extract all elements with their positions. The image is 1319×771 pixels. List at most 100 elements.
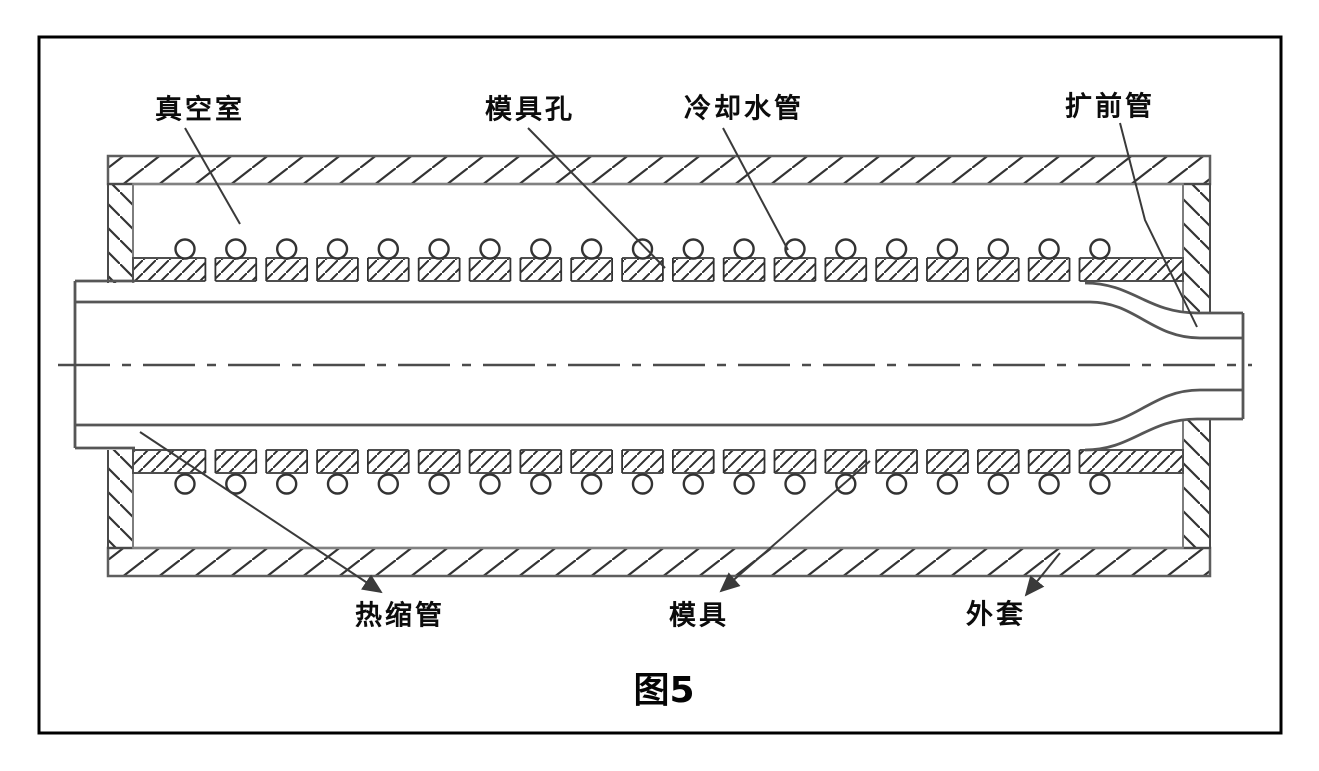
die-hole (815, 449, 826, 474)
die-hole (612, 449, 623, 474)
cooling-pipe (428, 473, 450, 495)
die-hole (662, 257, 673, 282)
die-hole (764, 449, 775, 474)
cooling-pipe (885, 473, 908, 495)
label-die-hole: 模具孔 (485, 95, 575, 126)
leader-pre-expansion-tube (1119, 122, 1198, 328)
cooling-pipe (580, 238, 603, 260)
tube-inner-bottom-line (75, 388, 1243, 427)
die-holes-top (204, 257, 1081, 282)
cooling-pipe (428, 238, 450, 260)
outer-sleeve-top-wall (106, 154, 1212, 186)
die-hole (1018, 449, 1029, 474)
cooling-pipe (682, 473, 704, 495)
leader-heat-shrink-tube (139, 431, 383, 594)
cooling-pipe (784, 473, 806, 495)
die-hole (1069, 449, 1080, 474)
leader-vacuum-chamber (184, 127, 241, 225)
cooling-pipe (276, 238, 298, 260)
die-hole (256, 449, 267, 474)
leader-outer-sleeve (1024, 552, 1061, 597)
die-hole (510, 449, 521, 474)
die-hole (459, 449, 470, 474)
cooling-pipe (784, 238, 806, 260)
cooling-pipe (377, 238, 399, 260)
die-hole (866, 449, 877, 474)
cooling-pipe (225, 473, 247, 495)
label-vacuum-chamber: 真空室 (155, 94, 245, 126)
die-hole (1018, 257, 1029, 282)
cooling-pipe (733, 473, 755, 495)
die-bottom-band (132, 449, 1184, 474)
die-hole (967, 257, 978, 282)
die-hole (459, 257, 470, 282)
cooling-pipes-top (174, 238, 1111, 260)
cooling-pipe (733, 238, 755, 260)
cooling-pipe (530, 238, 552, 260)
cooling-pipe (682, 238, 704, 260)
die-hole (662, 449, 673, 474)
cooling-pipe (987, 238, 1009, 260)
die-hole (205, 449, 216, 474)
label-heat-shrink-tube: 热缩管 (355, 600, 445, 632)
cooling-pipe (936, 473, 959, 495)
heat-shrink-tube-body (75, 283, 1243, 450)
leader-cooling-water-pipe (722, 127, 789, 251)
cooling-pipe (479, 238, 501, 260)
cooling-pipe (479, 473, 501, 495)
cooling-pipe (1089, 238, 1111, 260)
cooling-pipe (326, 473, 349, 495)
cooling-pipe (1089, 473, 1111, 495)
die-hole (713, 257, 724, 282)
cooling-pipes-bottom (174, 473, 1111, 495)
cooling-pipe (987, 473, 1009, 495)
die-holes-bottom (204, 449, 1081, 474)
die-hole (612, 257, 623, 282)
cooling-pipe (530, 473, 552, 495)
cooling-pipe (276, 473, 298, 495)
die-hole (408, 449, 419, 474)
cooling-pipe (1038, 473, 1060, 495)
cooling-pipe (174, 473, 196, 495)
die-hole (967, 449, 978, 474)
label-cooling-water-pipe: 冷却水管 (684, 94, 804, 125)
die-hole (357, 449, 368, 474)
cooling-pipe (936, 238, 959, 260)
cooling-pipe (885, 238, 908, 260)
cooling-pipe (631, 238, 654, 260)
cooling-pipe (580, 473, 603, 495)
die-hole (357, 257, 368, 282)
die-hole (561, 257, 572, 282)
die-hole (408, 257, 419, 282)
die-hole (713, 449, 724, 474)
die-hole (561, 449, 572, 474)
cooling-pipe (1038, 238, 1060, 260)
die-hole (917, 257, 927, 282)
die-top-band (132, 257, 1184, 282)
die-hole (510, 257, 521, 282)
die-hole (307, 257, 318, 282)
label-pre-expansion-tube: 扩前管 (1065, 91, 1155, 123)
die-hole (256, 257, 267, 282)
cooling-pipe (835, 238, 857, 260)
die-hole (764, 257, 775, 282)
label-die: 模具 (669, 601, 729, 632)
cooling-pipe (174, 238, 196, 260)
cooling-pipe (377, 473, 399, 495)
die-hole (866, 257, 877, 282)
label-outer-sleeve: 外套 (966, 600, 1026, 631)
die-hole (1069, 257, 1080, 282)
leader-lines (139, 122, 1198, 597)
die-hole (205, 257, 216, 282)
die-hole (815, 257, 826, 282)
leader-die-hole (527, 127, 666, 269)
cooling-pipe (326, 238, 349, 260)
tube-inner-top-line (75, 300, 1243, 340)
die-hole (917, 449, 927, 474)
die-hole (307, 449, 318, 474)
cooling-pipe (225, 238, 247, 260)
cooling-pipe (631, 473, 654, 495)
leader-die (719, 460, 871, 593)
